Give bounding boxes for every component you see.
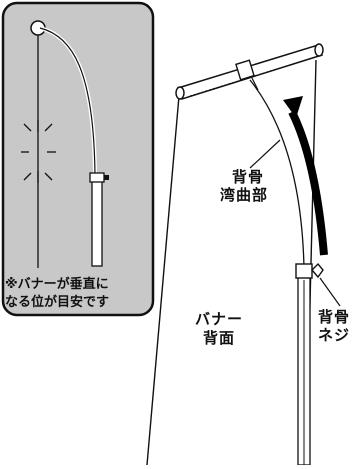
inset-clamp-icon	[89, 172, 105, 183]
label-banner-back-line1: バナー	[194, 310, 243, 328]
label-spine-screw-line2: ネジ	[318, 326, 351, 344]
inset-note-line1: ※バナーが垂直に	[5, 277, 109, 292]
inset-screw-icon	[104, 175, 109, 180]
banner-sheet	[146, 59, 317, 466]
leader-spine-curve	[249, 139, 281, 169]
spine-curved-inner	[251, 77, 259, 91]
inset-note-line2: なる位が目安です	[5, 295, 110, 310]
label-banner-back-line2: 背面	[202, 329, 235, 347]
leader-spine-screw	[319, 277, 341, 307]
inset-curved-spine-outline	[39, 27, 96, 177]
label-spine-curve-line1: 背骨	[231, 168, 264, 186]
inset-panel	[1, 1, 155, 317]
inset-pole	[91, 175, 103, 267]
inset-burst-icon	[21, 120, 56, 183]
label-spine-curve-line2: 湾曲部	[219, 186, 268, 204]
bend-arrow	[288, 110, 328, 256]
label-spine-screw-line1: 背骨	[318, 308, 351, 326]
top-bar	[175, 43, 324, 100]
clamp-icon	[295, 263, 313, 279]
spine-curved-outline	[249, 79, 305, 269]
bend-arrow-head	[283, 96, 303, 118]
screw-knob-icon	[311, 262, 324, 279]
